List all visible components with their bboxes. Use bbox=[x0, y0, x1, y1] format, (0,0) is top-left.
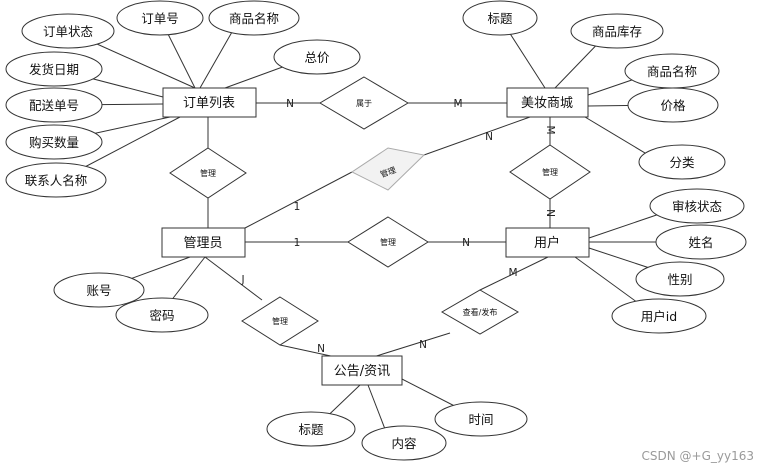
svg-text:商品名称: 商品名称 bbox=[229, 11, 279, 26]
svg-text:管理: 管理 bbox=[200, 168, 216, 178]
relationship-view-publish: 查看/发布 bbox=[441, 289, 519, 335]
attr-user-id: 用户id bbox=[611, 298, 707, 334]
svg-text:密码: 密码 bbox=[149, 308, 174, 323]
svg-text:管理: 管理 bbox=[380, 237, 396, 247]
svg-text:配送单号: 配送单号 bbox=[29, 98, 79, 113]
svg-text:账号: 账号 bbox=[86, 283, 111, 298]
attr-name: 姓名 bbox=[655, 224, 747, 260]
entity-mall: 美妆商城 bbox=[506, 87, 589, 118]
card-user-admin: N bbox=[462, 237, 470, 249]
svg-text:标题: 标题 bbox=[298, 422, 324, 437]
attr-mall-title: 标题 bbox=[462, 0, 538, 36]
svg-text:订单号: 订单号 bbox=[141, 11, 179, 26]
relationship-manage-order: 管理 bbox=[169, 147, 247, 199]
attr-content: 内容 bbox=[361, 425, 447, 461]
card-notice-user: N bbox=[419, 339, 427, 351]
attr-purchase-qty: 购买数量 bbox=[5, 124, 103, 160]
svg-text:公告/资讯: 公告/资讯 bbox=[334, 364, 390, 379]
watermark: CSDN @+G_yy163 bbox=[641, 449, 755, 463]
attr-mall-product-name: 商品名称 bbox=[624, 53, 720, 89]
svg-text:管理: 管理 bbox=[542, 167, 558, 177]
attr-price: 价格 bbox=[627, 87, 719, 123]
svg-text:时间: 时间 bbox=[468, 412, 493, 427]
card-user-notice: M bbox=[508, 267, 517, 279]
relationship-manage-mall-user: 管理 bbox=[509, 144, 591, 200]
attr-notice-title: 标题 bbox=[266, 411, 356, 447]
relationship-manage-mall: 管理 bbox=[351, 147, 426, 191]
entity-notice: 公告/资讯 bbox=[321, 355, 403, 386]
svg-text:价格: 价格 bbox=[660, 98, 686, 113]
svg-text:联系人名称: 联系人名称 bbox=[25, 173, 88, 188]
attr-contact-name: 联系人名称 bbox=[5, 162, 107, 198]
svg-text:管理员: 管理员 bbox=[183, 236, 222, 251]
card-admin-user: 1 bbox=[294, 237, 301, 249]
attr-order-product-name: 商品名称 bbox=[208, 0, 300, 36]
card-mall-belongs: M bbox=[453, 98, 462, 110]
attr-audit-status: 审核状态 bbox=[649, 188, 745, 224]
card-admin-mall: 1 bbox=[294, 201, 301, 213]
attr-order-status: 订单状态 bbox=[21, 13, 115, 49]
svg-text:姓名: 姓名 bbox=[688, 235, 713, 250]
relationship-manage-notice: 管理 bbox=[241, 296, 319, 346]
attr-password: 密码 bbox=[115, 297, 209, 333]
card-notice-admin: N bbox=[317, 343, 325, 355]
attr-gender: 性别 bbox=[635, 261, 725, 297]
svg-text:用户: 用户 bbox=[534, 235, 560, 251]
svg-text:属于: 属于 bbox=[356, 99, 372, 108]
attr-delivery-no: 配送单号 bbox=[5, 87, 103, 123]
card-admin-notice: J bbox=[240, 274, 244, 286]
svg-text:购买数量: 购买数量 bbox=[29, 135, 79, 150]
card-mall-admin: N bbox=[485, 131, 493, 143]
attr-category: 分类 bbox=[638, 144, 726, 180]
card-user-mall-n: N bbox=[544, 209, 556, 217]
svg-text:管理: 管理 bbox=[272, 316, 288, 326]
svg-text:查看/发布: 查看/发布 bbox=[463, 307, 498, 317]
svg-text:发货日期: 发货日期 bbox=[29, 62, 79, 77]
svg-text:订单状态: 订单状态 bbox=[43, 24, 93, 39]
card-order-belongs: N bbox=[286, 98, 294, 110]
svg-text:总价: 总价 bbox=[304, 50, 330, 65]
attr-account: 账号 bbox=[53, 272, 145, 308]
relationship-manage-user: 管理 bbox=[347, 216, 429, 268]
svg-text:美妆商城: 美妆商城 bbox=[521, 96, 573, 111]
relationship-belongs: 属于 bbox=[319, 76, 409, 130]
entity-user: 用户 bbox=[505, 227, 590, 258]
svg-text:内容: 内容 bbox=[391, 436, 416, 451]
attr-order-no: 订单号 bbox=[116, 0, 204, 36]
entity-admin: 管理员 bbox=[161, 227, 246, 258]
svg-text:性别: 性别 bbox=[667, 272, 692, 287]
svg-text:分类: 分类 bbox=[669, 155, 695, 170]
svg-text:审核状态: 审核状态 bbox=[672, 199, 722, 214]
card-mall-user-m: M bbox=[544, 125, 556, 134]
svg-text:标题: 标题 bbox=[487, 11, 513, 26]
attr-stock: 商品库存 bbox=[570, 13, 664, 49]
svg-text:商品名称: 商品名称 bbox=[647, 64, 697, 79]
attr-time: 时间 bbox=[434, 401, 528, 437]
entity-order-list: 订单列表 bbox=[162, 87, 257, 118]
svg-text:用户id: 用户id bbox=[641, 309, 677, 324]
attr-total-price: 总价 bbox=[273, 39, 361, 75]
attr-ship-date: 发货日期 bbox=[5, 51, 103, 87]
svg-text:订单列表: 订单列表 bbox=[183, 96, 235, 111]
svg-text:商品库存: 商品库存 bbox=[592, 24, 642, 39]
